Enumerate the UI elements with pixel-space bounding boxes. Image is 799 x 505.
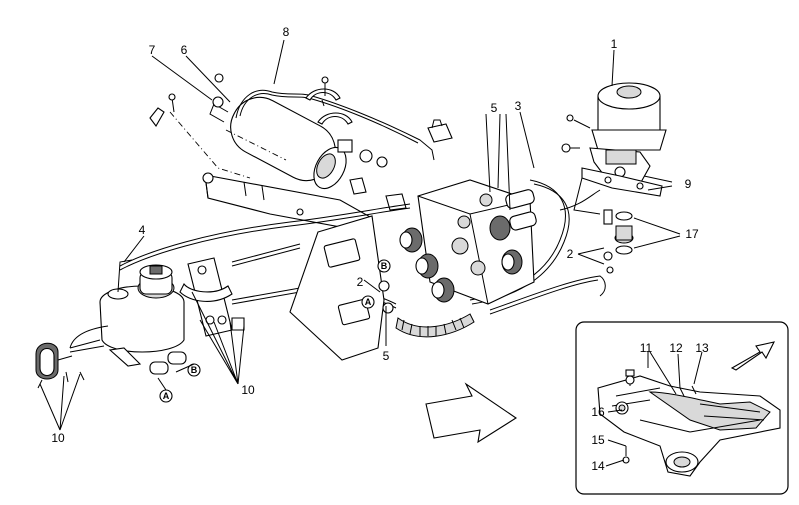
mounting-bands [214, 73, 353, 125]
assembly-direction-arrow [425, 382, 518, 444]
marker-a-lower: A [163, 391, 170, 401]
callout-labels: 1 2 2 3 4 5 5 6 7 8 9 10 10 11 12 13 14 … [51, 25, 709, 473]
pipe-runs [119, 179, 606, 315]
accumulator-tank [209, 89, 435, 190]
callout-2a: 2 [357, 275, 364, 289]
callout-11: 11 [640, 341, 653, 355]
callout-2c: 2 [563, 267, 570, 281]
support-bracket-10 [179, 257, 245, 337]
valve-mount-plate [289, 215, 394, 361]
pump-motor [561, 82, 667, 215]
callout-6: 6 [181, 43, 188, 57]
clips-cluster [337, 119, 453, 211]
leader-lines [39, 39, 681, 431]
callout-1: 1 [611, 37, 618, 51]
detail-inset [575, 321, 789, 495]
callout-7: 7 [149, 43, 156, 57]
callout-12: 12 [669, 341, 683, 355]
callout-5b: 5 [383, 349, 390, 363]
callout-13: 13 [695, 341, 709, 355]
callout-10b: 10 [51, 431, 65, 445]
grommets-17 [603, 209, 634, 274]
callout-15: 15 [591, 433, 605, 447]
marker-b-upper: B [381, 261, 388, 271]
callout-4: 4 [139, 223, 146, 237]
callout-2b: 2 [567, 247, 574, 261]
callout-8: 8 [283, 25, 290, 39]
callout-17: 17 [685, 227, 699, 241]
callout-5a: 5 [491, 101, 498, 115]
callout-14: 14 [591, 459, 605, 473]
letter-marker-labels: B A B A [163, 261, 388, 401]
hose-clamp-left [35, 342, 85, 389]
valve-block [399, 179, 537, 305]
callout-16: 16 [591, 405, 605, 419]
bolt-and-clip-7 [149, 93, 176, 127]
marker-b-lower: B [191, 365, 198, 375]
reference-markers [157, 259, 391, 403]
fluid-reservoir [69, 259, 187, 375]
callout-10a: 10 [241, 383, 255, 397]
callout-9: 9 [685, 177, 692, 191]
tank-bracket [202, 172, 374, 229]
marker-a-upper: A [365, 297, 372, 307]
callout-3: 3 [515, 99, 522, 113]
